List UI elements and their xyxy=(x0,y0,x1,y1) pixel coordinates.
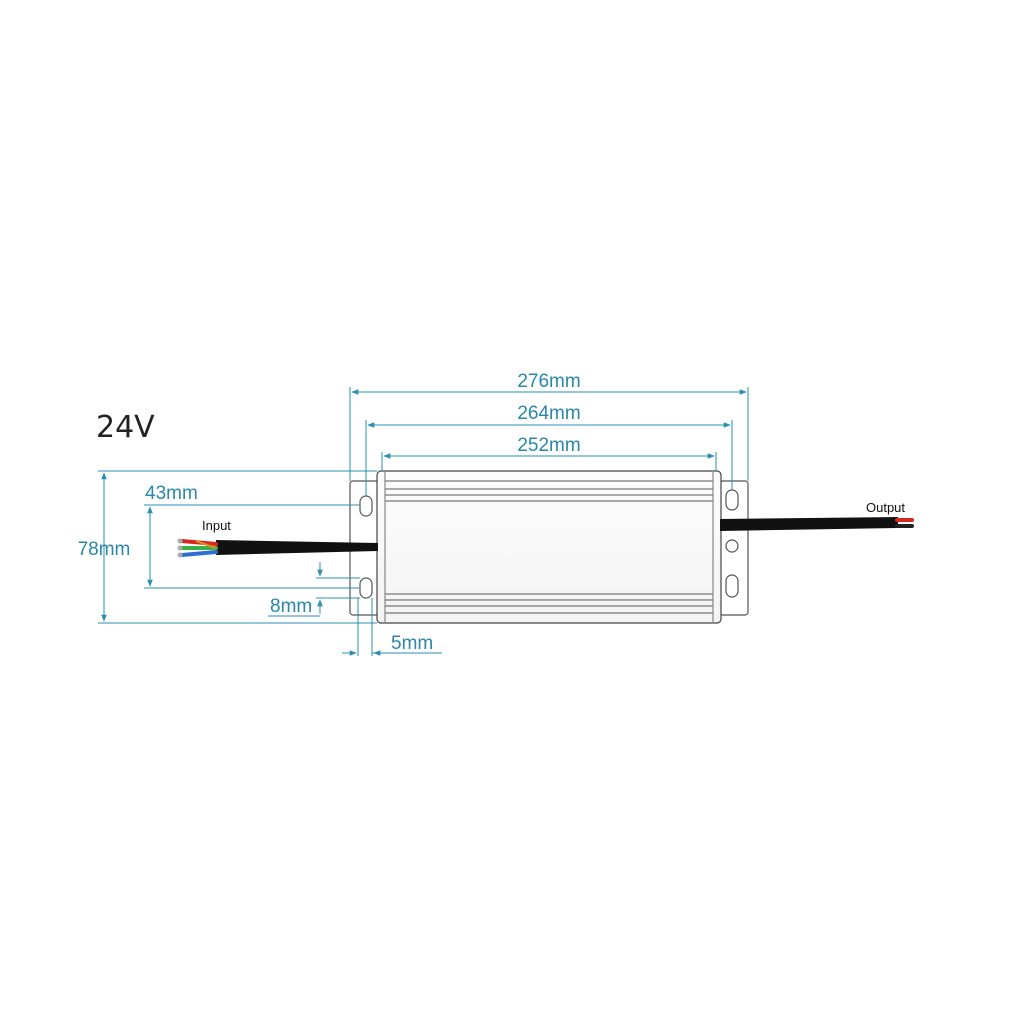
dimension-lines xyxy=(98,387,749,656)
input-wire-label: Input xyxy=(202,518,231,533)
voltage-label: 24V xyxy=(96,410,155,445)
mount-slot-top-right xyxy=(725,489,739,511)
overall-length-label: 276mm xyxy=(517,371,580,392)
output-wire-label: Output xyxy=(866,500,905,515)
mount-slot-top-left xyxy=(359,495,373,517)
input-wire-blue xyxy=(180,550,218,557)
mount-slot-bottom-left xyxy=(359,577,373,599)
hole-pitch-label: 43mm xyxy=(145,483,198,504)
hole-slot-label: 8mm xyxy=(270,596,312,617)
mount-slot-middle-right xyxy=(725,539,739,553)
top-cooling-ribs xyxy=(385,480,713,502)
input-cable xyxy=(177,538,378,558)
power-supply-housing xyxy=(349,470,749,624)
mount-slot-bottom-right xyxy=(725,574,739,598)
dimension-labels: 276mm 264mm 252mm 78mm 43mm 8mm 5mm xyxy=(78,371,581,654)
edge-offset-label: 5mm xyxy=(391,633,433,654)
overall-width-label: 78mm xyxy=(78,539,131,560)
body-length-label: 252mm xyxy=(517,435,580,456)
hole-spacing-label: 264mm xyxy=(517,403,580,424)
bottom-cooling-ribs xyxy=(385,593,713,614)
output-cable xyxy=(720,517,914,531)
